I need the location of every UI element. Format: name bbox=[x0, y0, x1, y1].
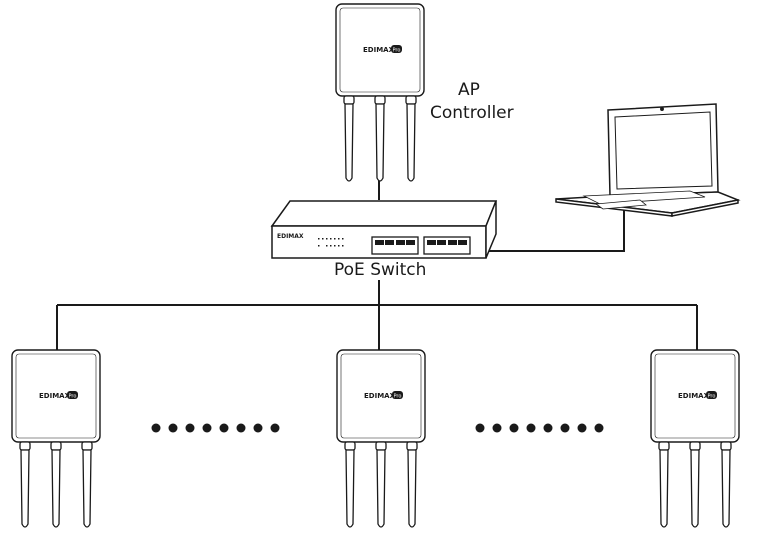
ap-controller-label-line1: AP bbox=[458, 80, 480, 100]
svg-text:EDIMAX: EDIMAX bbox=[277, 233, 304, 240]
ellipsis-dots-left bbox=[151, 423, 280, 433]
poe-switch-label: PoE Switch bbox=[334, 260, 427, 280]
ap-controller-icon bbox=[335, 3, 425, 182]
ellipsis-dots-right bbox=[475, 423, 604, 433]
ap-controller-label-line2: Controller bbox=[430, 103, 514, 123]
connection-lines bbox=[56, 176, 698, 350]
poe-switch-icon: EDIMAX bbox=[270, 200, 498, 259]
access-point-icon bbox=[650, 349, 740, 528]
access-point-icon bbox=[336, 349, 426, 528]
access-point-icon bbox=[11, 349, 101, 528]
laptop-icon bbox=[555, 103, 741, 217]
